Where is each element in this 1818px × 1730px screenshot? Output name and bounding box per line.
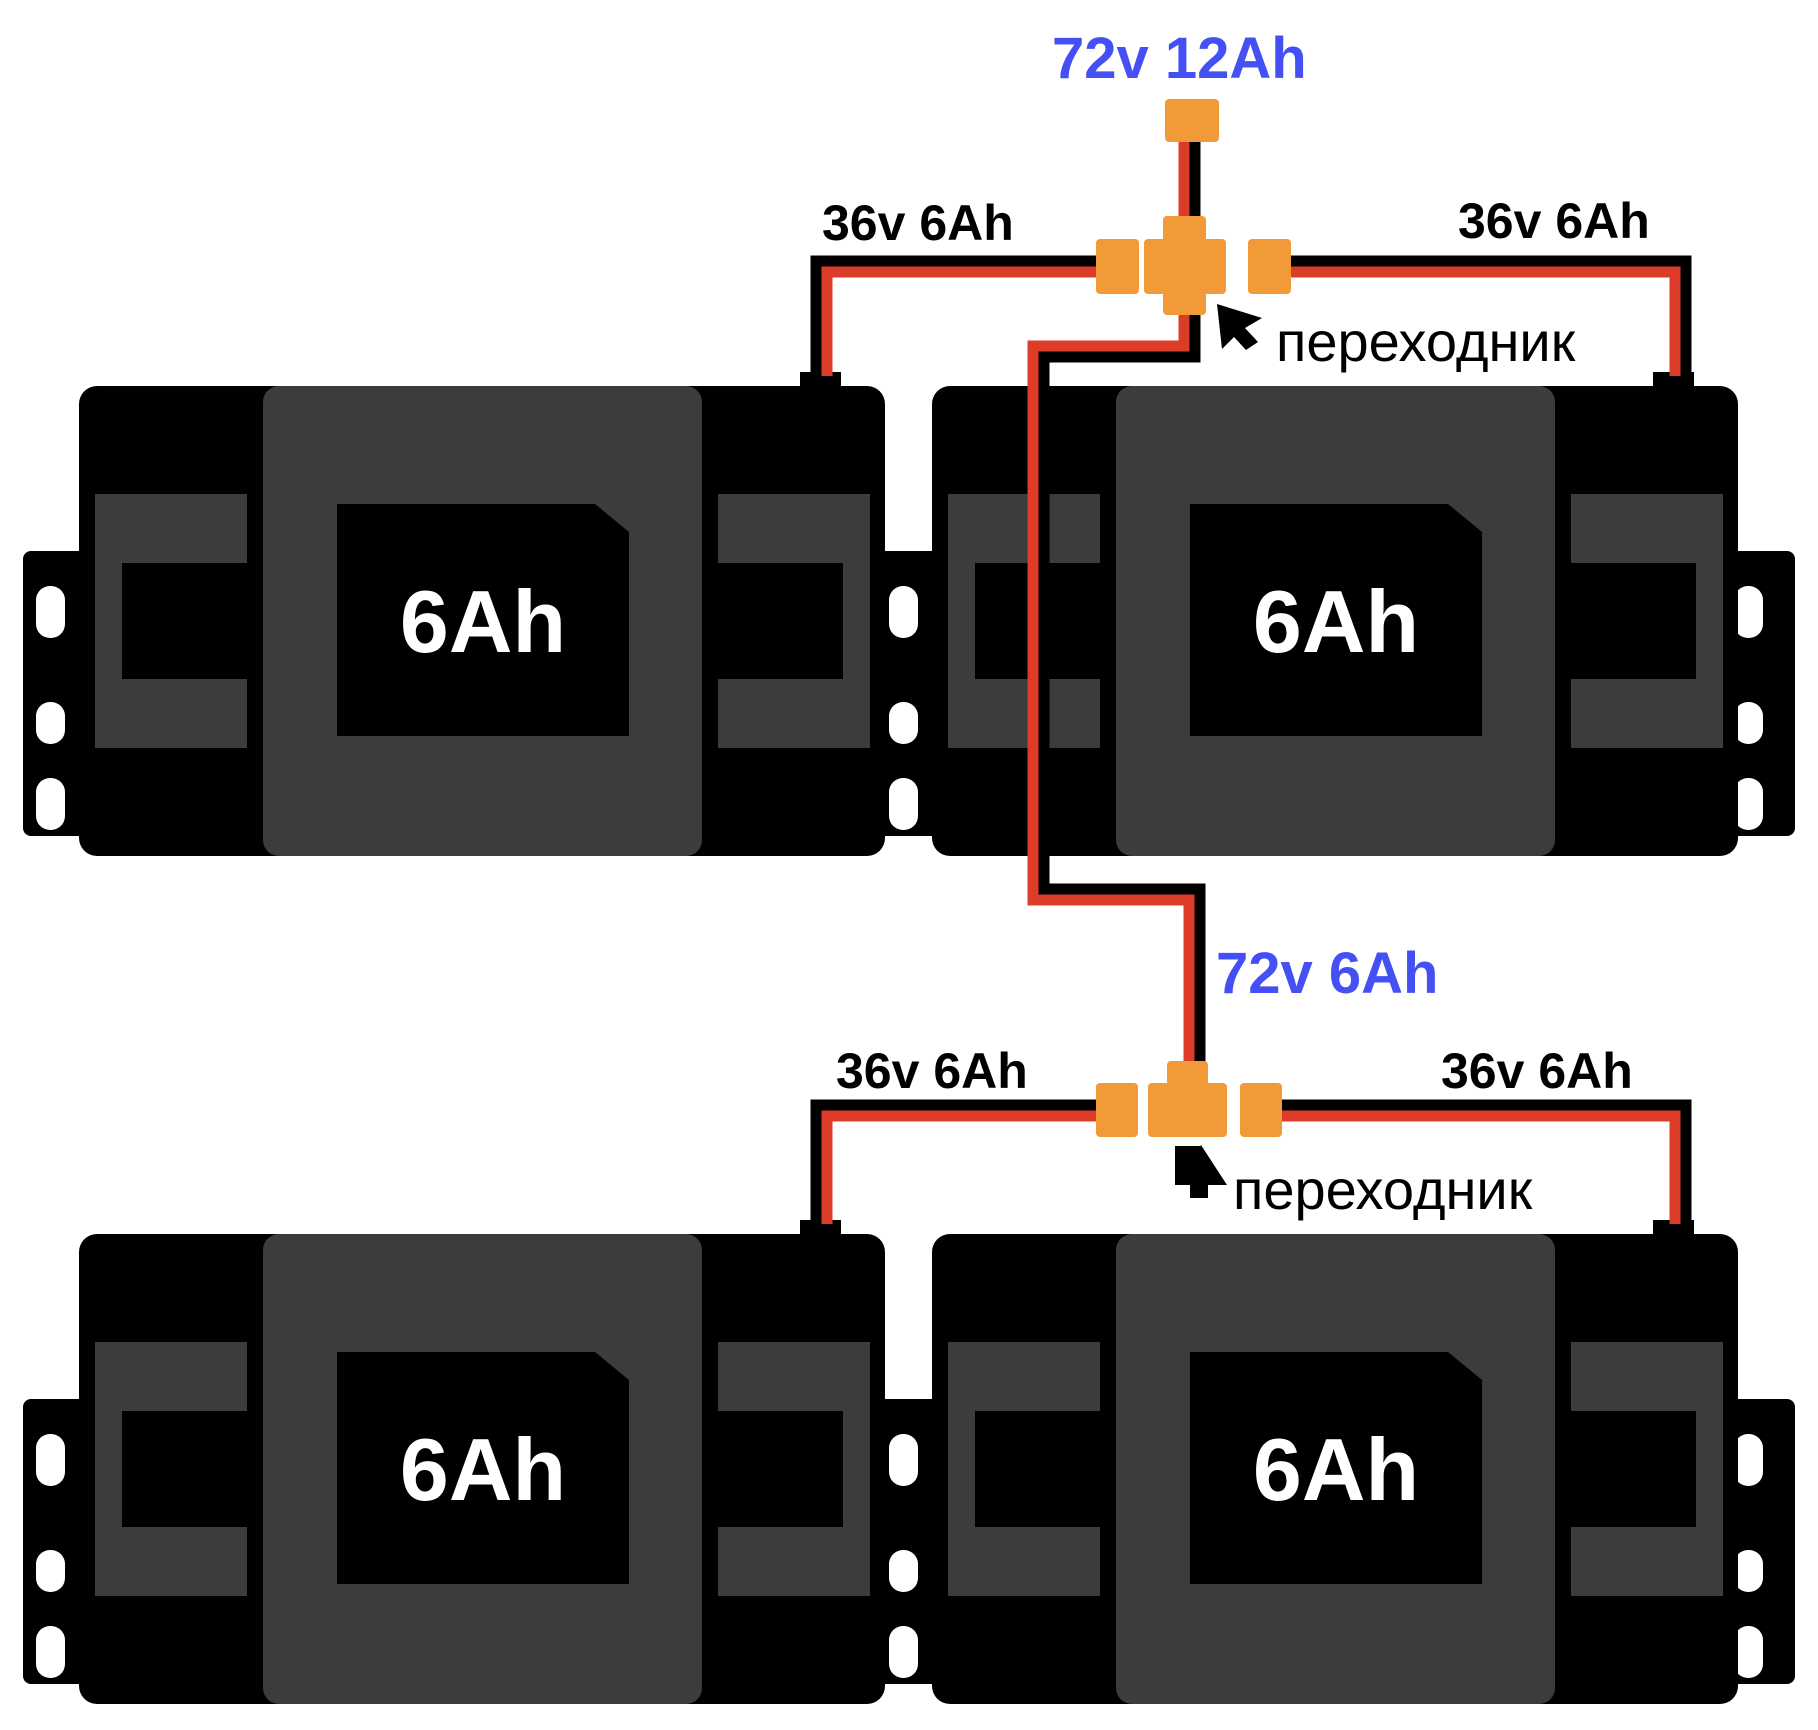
wire-positive	[1027, 312, 1195, 1070]
wire-positive	[1280, 1110, 1681, 1224]
wire-negative	[1286, 255, 1692, 376]
mounting-hole	[36, 1550, 65, 1592]
mounting-hole	[889, 1434, 918, 1486]
side-clamp-slot	[718, 563, 843, 679]
battery-group	[23, 372, 1795, 1704]
side-clamp-slot	[1571, 1411, 1696, 1527]
wire-positive	[821, 1110, 1100, 1224]
top-left-pack-label: 36v 6Ah	[822, 195, 1014, 251]
side-clamp-slot	[122, 1411, 247, 1527]
cursor-arrow-icon	[1217, 304, 1262, 350]
bottom-wiring	[810, 1061, 1692, 1224]
wire-negative	[810, 255, 1100, 376]
battery-capacity-label: 6Ah	[1252, 572, 1420, 671]
adapter-side-left	[1096, 239, 1139, 294]
top-wiring	[810, 99, 1692, 1070]
mounting-hole	[889, 1550, 918, 1592]
mounting-hole	[1734, 1434, 1763, 1486]
capacity-plate	[337, 1352, 629, 1584]
up-arrow-head	[1175, 1145, 1227, 1185]
capacity-plate	[337, 504, 629, 736]
battery-capacity-label: 6Ah	[399, 572, 567, 671]
output-connector	[1165, 99, 1219, 142]
wire-positive	[821, 266, 1100, 376]
adapter-side-right	[1240, 1083, 1282, 1137]
mounting-hole	[889, 702, 918, 744]
mounting-hole	[36, 702, 65, 744]
adapter-cross	[1144, 216, 1226, 315]
wire-negative	[1280, 1099, 1692, 1224]
mounting-hole	[889, 586, 918, 638]
battery-capacity-label: 6Ah	[1252, 1420, 1420, 1519]
series-output-label: 72v 6Ah	[1216, 941, 1439, 1006]
adapter-side-left	[1096, 1083, 1138, 1137]
mounting-hole	[1734, 778, 1763, 830]
mounting-hole	[1734, 586, 1763, 638]
mounting-hole	[1734, 702, 1763, 744]
capacity-plate	[1190, 504, 1482, 736]
battery-pack	[876, 372, 1795, 856]
battery-pack	[23, 1220, 942, 1704]
wire-negative	[1038, 312, 1206, 1070]
total-output-label: 72v 12Ah	[1052, 26, 1307, 91]
top-adapter-label: переходник	[1276, 310, 1576, 373]
mounting-hole	[889, 778, 918, 830]
bottom-adapter-label: переходник	[1233, 1158, 1533, 1221]
bottom-left-pack-label: 36v 6Ah	[836, 1043, 1028, 1099]
mounting-hole	[889, 1626, 918, 1678]
side-clamp-slot	[122, 563, 247, 679]
side-clamp-slot	[718, 1411, 843, 1527]
bottom-right-pack-label: 36v 6Ah	[1441, 1043, 1633, 1099]
mounting-hole	[36, 586, 65, 638]
capacity-plate	[1190, 1352, 1482, 1584]
side-clamp-slot	[975, 1411, 1100, 1527]
adapter-tee	[1148, 1061, 1227, 1137]
battery-pack	[876, 1220, 1795, 1704]
mounting-hole	[36, 778, 65, 830]
wire-negative	[810, 1099, 1100, 1224]
mounting-hole	[36, 1434, 65, 1486]
mounting-hole	[1734, 1626, 1763, 1678]
battery-capacity-label: 6Ah	[399, 1420, 567, 1519]
mounting-hole	[1734, 1550, 1763, 1592]
wire-positive	[1286, 266, 1681, 376]
top-right-pack-label: 36v 6Ah	[1458, 193, 1650, 249]
mounting-hole	[36, 1626, 65, 1678]
battery-pack	[23, 372, 942, 856]
side-clamp-slot	[1571, 563, 1696, 679]
adapter-side-right	[1248, 239, 1291, 294]
